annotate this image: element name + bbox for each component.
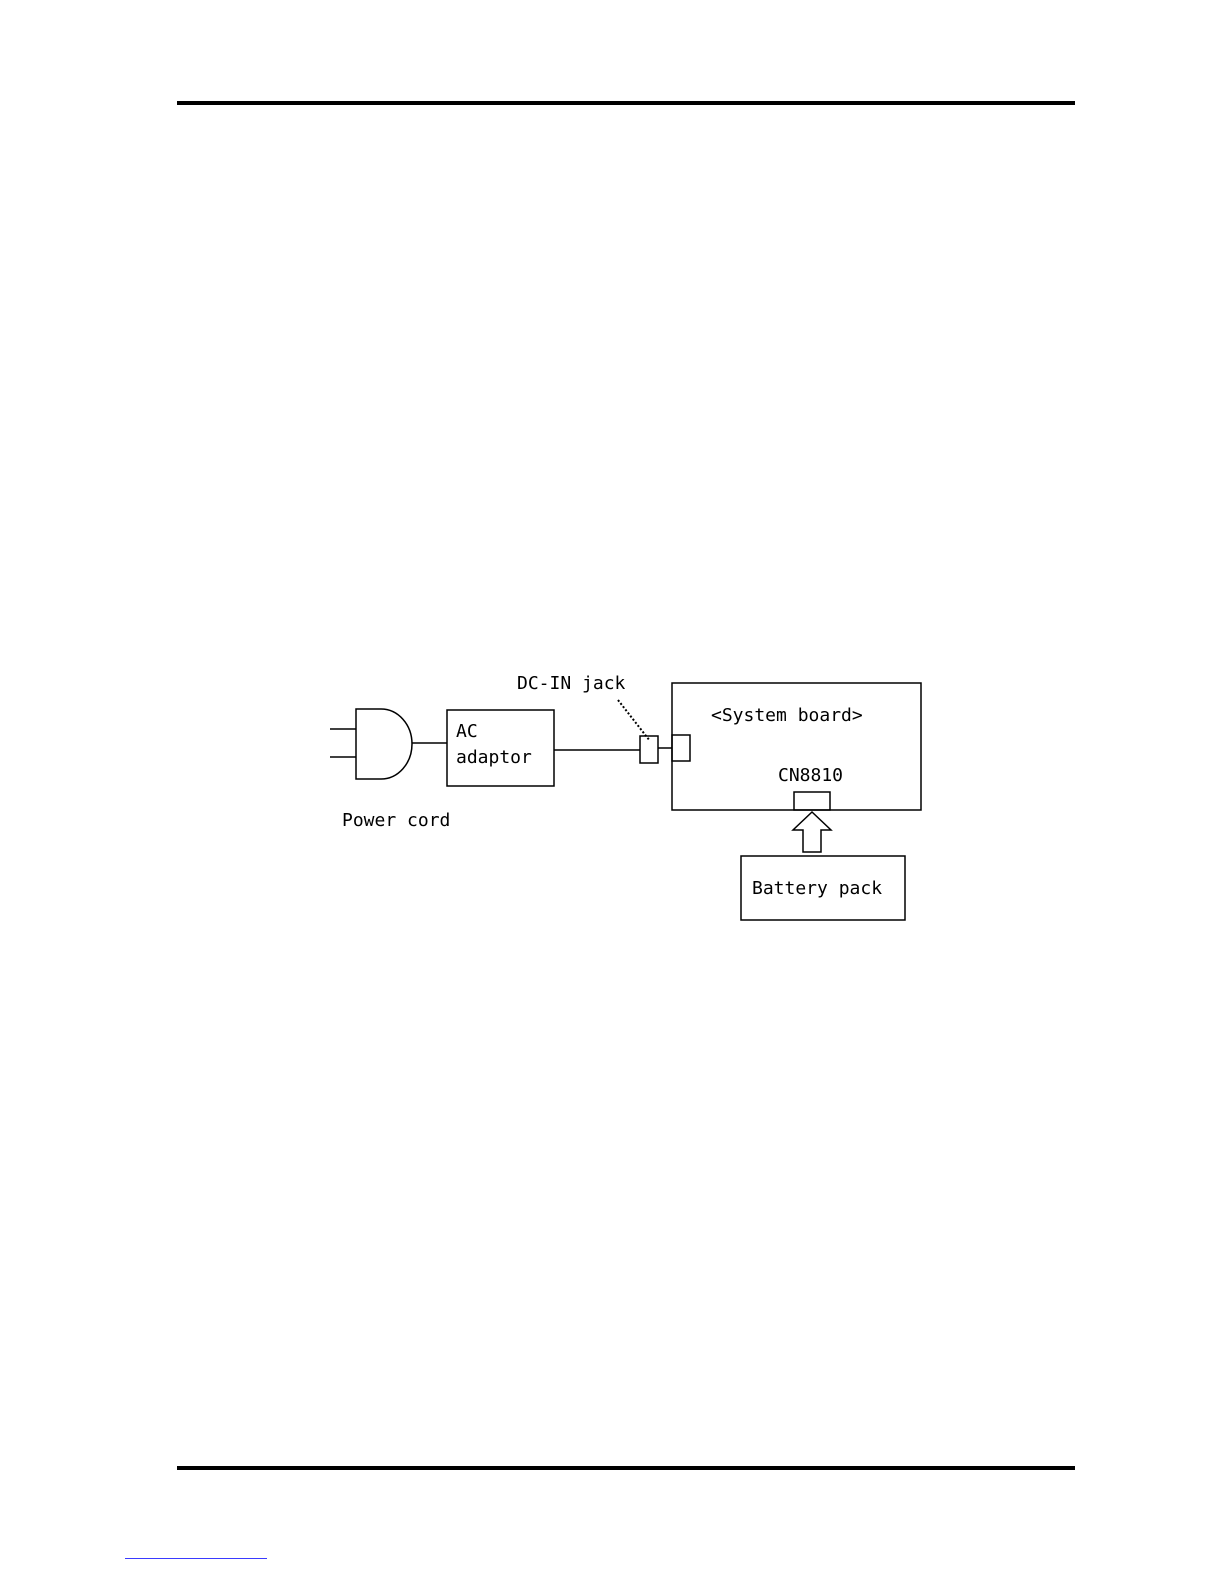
dc-in-jack-socket [672,735,690,761]
system-board-label: <System board> [711,705,863,726]
connector-cn8810 [794,792,830,810]
dc-in-jack-plug [640,736,658,763]
dc-in-jack-leader [618,700,650,741]
footer-rule [177,1466,1075,1470]
dc-in-jack-label: DC-IN jack [517,673,626,694]
system-board-box [672,683,921,810]
power-cord-label: Power cord [342,810,450,831]
ac-adaptor-label-line2: adaptor [456,747,532,768]
power-cord-plug [330,709,412,779]
connector-label: CN8810 [778,765,843,786]
ac-adaptor-label-line1: AC [456,721,478,742]
battery-pack-label: Battery pack [752,878,882,899]
battery-arrow [793,812,831,852]
footer-link-underline[interactable] [125,1558,267,1559]
